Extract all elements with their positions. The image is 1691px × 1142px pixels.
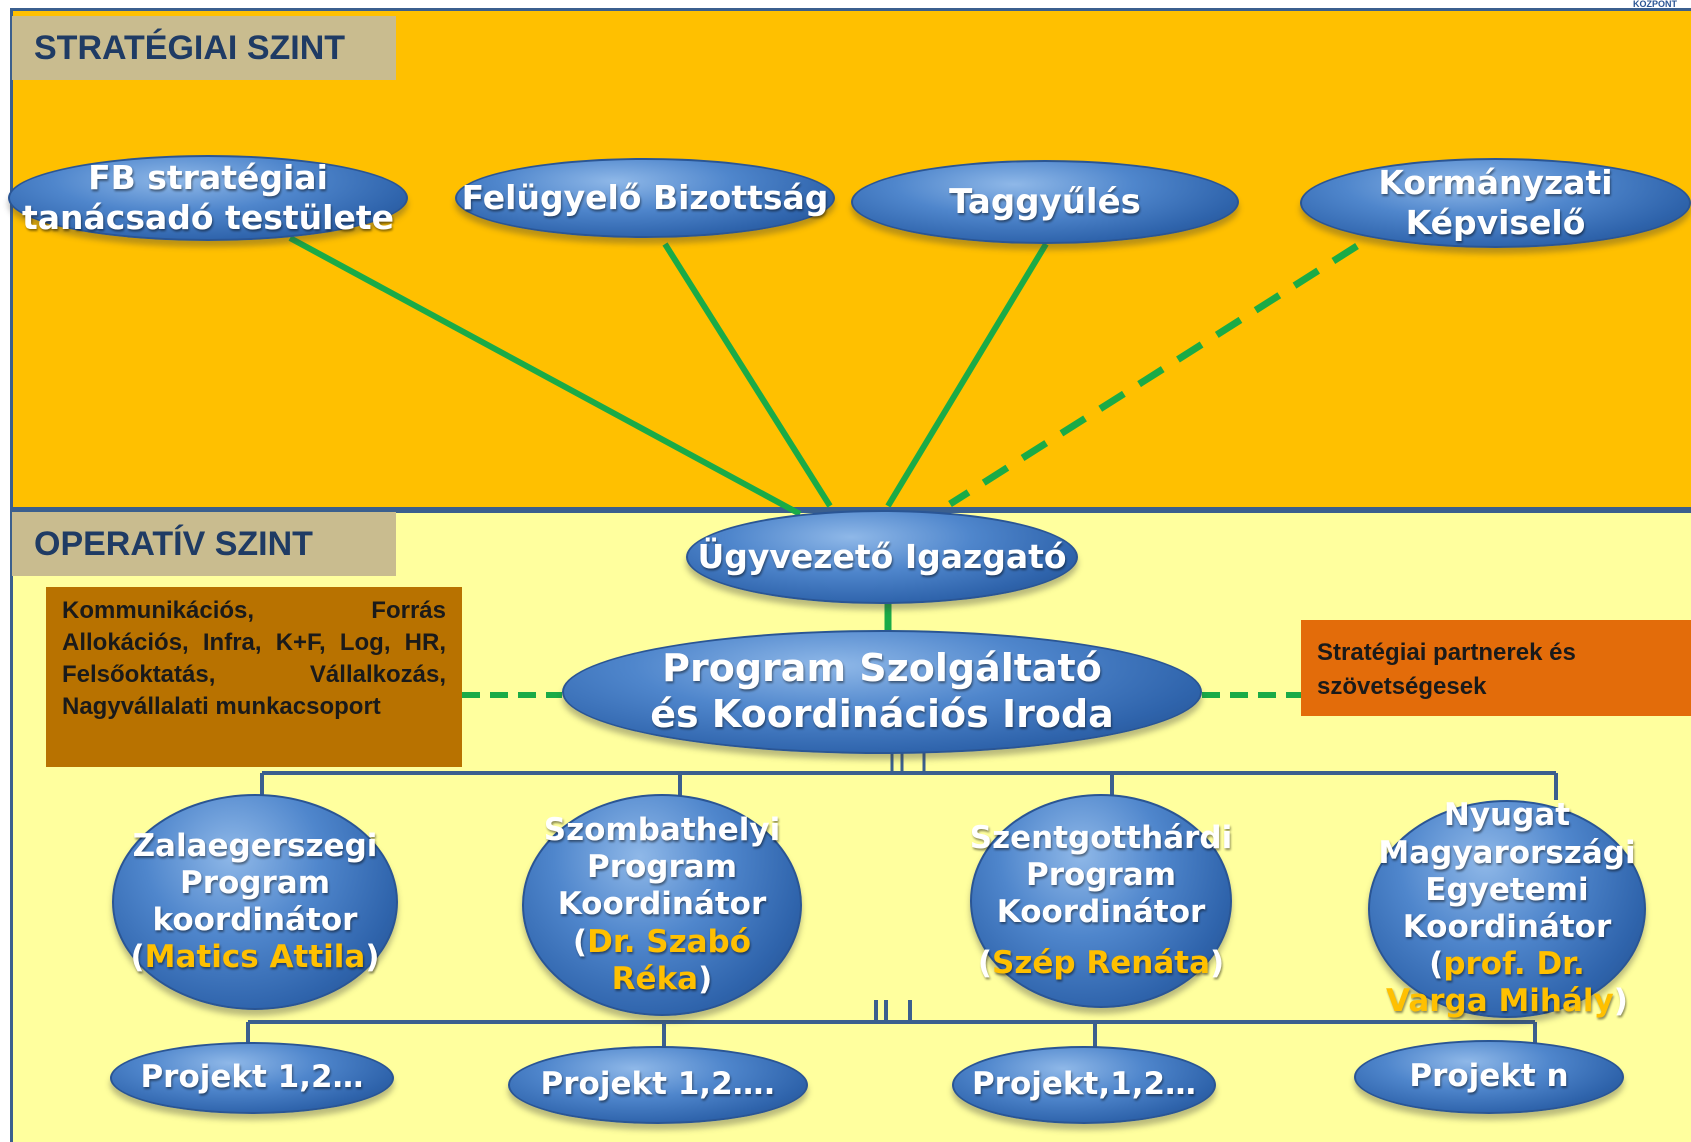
strategic-partners-box: Stratégiai partnerek és szövetségesek (1301, 620, 1691, 716)
node-project-4: Projekt n (1354, 1040, 1624, 1114)
connector-government-rep (948, 243, 1359, 507)
node-fb-advisory-board-line-1: FB stratégiai (88, 158, 328, 198)
node-government-representative-line-2: Képviselő (1405, 203, 1586, 242)
node-project-2: Projekt 1,2…. (508, 1046, 808, 1124)
project-2-label: Projekt 1,2…. (540, 1066, 776, 1103)
coordinator-4-line-2: Magyarországi (1378, 834, 1636, 871)
node-coordinator-zalaegerszeg: Zalaegerszegi Program koordinátor (Matic… (112, 794, 398, 1010)
node-project-1: Projekt 1,2… (110, 1042, 394, 1114)
coordinator-3-line-3: Koordinátor (996, 894, 1206, 930)
coordinator-3-person-line: (Szép Renáta) (977, 945, 1225, 982)
workgroups-text: Kommunikációs, Forrás Allokációs, Infra,… (62, 597, 446, 720)
operative-level-label: OPERATÍV SZINT (12, 512, 396, 576)
logo: KÖZPONT (1597, 0, 1677, 8)
logo-text: KÖZPONT (1633, 0, 1677, 8)
coordinator-4-person-line: (prof. Dr. Varga Mihály) (1386, 946, 1628, 1020)
coordinator-1-person-line: (Matics Attila) (130, 939, 380, 976)
coordinator-4-person: prof. Dr. Varga Mihály (1386, 946, 1614, 1020)
project-1-label: Projekt 1,2… (140, 1059, 364, 1096)
coordinator-4-line-1: Nyugat (1443, 797, 1571, 834)
node-coordinator-szentgotthard: Szentgotthárdi Program Koordinátor (Szép… (970, 794, 1232, 1008)
workgroups-box: Kommunikációs, Forrás Allokációs, Infra,… (46, 587, 462, 767)
node-general-assembly: Taggyűlés (851, 160, 1239, 244)
coordinator-4-line-3: Egyetemi (1425, 871, 1589, 908)
project-3-label: Projekt,1,2… (971, 1066, 1197, 1103)
node-coordinator-szombathely: Szombathelyi Program Koordinátor (Dr. Sz… (522, 794, 802, 1016)
coordinator-2-line-3: Koordinátor (557, 886, 767, 923)
node-supervisory-board-label: Felügyelő Bizottság (461, 178, 829, 218)
node-general-assembly-label: Taggyűlés (949, 181, 1141, 222)
coordinator-3-line-1: Szentgotthárdi (969, 819, 1233, 856)
coordinator-3-line-2: Program (1026, 856, 1177, 893)
strategic-level-label: STRATÉGIAI SZINT (12, 16, 396, 80)
node-coordinator-university: Nyugat Magyarországi Egyetemi Koordináto… (1368, 797, 1646, 1020)
node-fb-advisory-board: FB stratégiai tanácsadó testülete (8, 155, 408, 241)
node-managing-director: Ügyvezető Igazgató (686, 510, 1078, 604)
strategic-partners-text: Stratégiai partnerek és szövetségesek (1317, 639, 1576, 700)
connector-assembly (885, 242, 1049, 508)
coordinator-1-line-1: Zalaegerszegi (132, 827, 378, 864)
node-program-office: Program Szolgáltató és Koordinációs Irod… (562, 630, 1202, 754)
node-program-office-line-1: Program Szolgáltató (662, 646, 1102, 691)
coordinator-1-line-3: koordinátor (152, 902, 358, 938)
connector-fb-advisory (288, 235, 802, 517)
coordinator-1-person: Matics Attila (144, 939, 366, 976)
coordinator-4-line-4: Koordinátor (1402, 909, 1612, 945)
connector-supervisory-board (662, 242, 833, 508)
coordinator-2-person-line: (Dr. Szabó Réka) (572, 923, 752, 997)
node-project-3: Projekt,1,2… (952, 1046, 1216, 1124)
node-managing-director-label: Ügyvezető Igazgató (697, 537, 1067, 577)
node-fb-advisory-board-line-2: tanácsadó testülete (22, 198, 394, 237)
coordinator-2-line-2: Program (586, 849, 737, 886)
strategic-level-panel (10, 8, 1691, 510)
project-4-label: Projekt n (1409, 1058, 1569, 1095)
coordinator-2-line-1: Szombathelyi (543, 812, 781, 849)
coordinator-1-line-2: Program (179, 864, 330, 901)
coordinator-3-person: Szép Renáta (992, 945, 1210, 982)
node-program-office-line-2: és Koordinációs Iroda (650, 692, 1114, 736)
node-government-representative-line-1: Kormányzati (1378, 163, 1613, 203)
node-supervisory-board: Felügyelő Bizottság (455, 158, 835, 238)
node-government-representative: Kormányzati Képviselő (1300, 158, 1691, 248)
coordinator-2-person: Dr. Szabó Réka (587, 923, 752, 997)
